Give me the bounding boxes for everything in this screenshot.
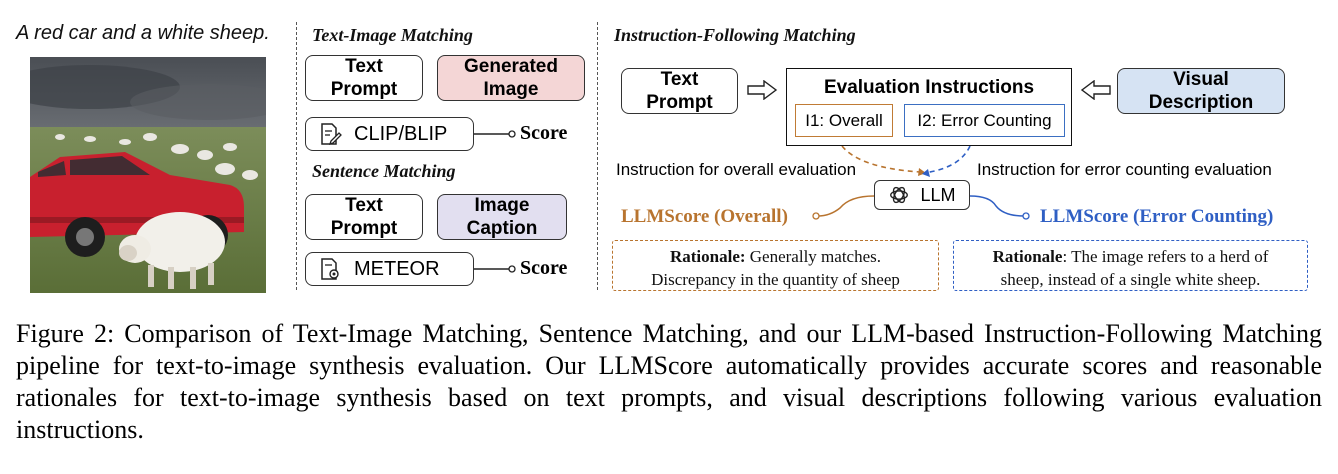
llmscore-error-label: LLMScore (Error Counting)	[1040, 206, 1274, 227]
meteor-box: METEOR	[305, 252, 474, 286]
rationale-overall-box: Rationale: Generally matches. Discrepanc…	[612, 240, 939, 291]
visual-description-label: Visual Description	[1148, 69, 1254, 113]
instruction-following-title: Instruction-Following Matching	[614, 25, 856, 45]
rationale-overall-line2: Discrepancy in the quantity of sheep	[651, 270, 900, 289]
llm-label: LLM	[920, 184, 956, 205]
score-connector-2	[474, 265, 516, 273]
score-label-1: Score	[520, 122, 568, 144]
generated-example-image	[30, 57, 266, 293]
evaluation-instructions-box: Evaluation Instructions I1: Overall I2: …	[786, 68, 1072, 146]
visual-description-box: Visual Description	[1117, 68, 1285, 114]
generated-image-box: Generated Image	[437, 55, 585, 101]
rationale-overall-label: Rationale:	[669, 247, 746, 266]
image-caption-label: Image Caption	[466, 195, 538, 239]
text-prompt-label: Text Prompt	[330, 56, 398, 100]
llm-box: LLM	[874, 180, 970, 210]
sentence-matching-title: Sentence Matching	[312, 161, 456, 181]
instruction-i2-error-counting: I2: Error Counting	[904, 104, 1065, 137]
instruction-i1-overall: I1: Overall	[795, 104, 893, 137]
evaluation-instructions-title: Evaluation Instructions	[823, 77, 1035, 98]
rationale-error-line1: : The image refers to a herd of	[1062, 247, 1269, 266]
openai-knot-icon	[890, 186, 909, 204]
text-image-matching-title: Text-Image Matching	[312, 25, 473, 45]
score-connector-1	[474, 130, 516, 138]
divider-right	[597, 22, 598, 290]
rationale-error-label: Rationale	[992, 247, 1063, 266]
figure-caption: Figure 2: Comparison of Text-Image Match…	[16, 319, 1322, 444]
hollow-arrow-left-icon	[1080, 80, 1111, 100]
llm-output-connectors	[812, 195, 1030, 220]
example-prompt: A red car and a white sheep.	[16, 22, 270, 44]
overall-instruction-note: Instruction for overall evaluation	[616, 160, 857, 179]
text-prompt-label: Text Prompt	[330, 195, 398, 239]
error-instruction-note: Instruction for error counting evaluatio…	[977, 160, 1272, 179]
car-sheep-image	[30, 57, 266, 293]
text-prompt-label: Text Prompt	[646, 69, 713, 113]
meteor-label: METEOR	[354, 257, 440, 280]
llmscore-overall-label: LLMScore (Overall)	[621, 206, 788, 227]
document-pen-icon	[321, 123, 342, 146]
text-prompt-box-tim: Text Prompt	[305, 55, 423, 101]
text-prompt-box-sm: Text Prompt	[305, 194, 423, 240]
instruction-arrows	[841, 146, 971, 177]
clip-blip-label: CLIP/BLIP	[354, 122, 448, 145]
generated-image-label: Generated Image	[464, 56, 558, 100]
score-label-2: Score	[520, 257, 568, 279]
hollow-arrow-right-icon	[747, 80, 778, 100]
clip-blip-box: CLIP/BLIP	[305, 117, 474, 151]
rationale-overall-line1: Generally matches.	[745, 247, 881, 266]
divider-left	[296, 22, 297, 290]
text-prompt-box-ifm: Text Prompt	[621, 68, 738, 114]
rationale-error-line2: sheep, instead of a single white sheep.	[1000, 270, 1261, 289]
document-gear-icon	[321, 258, 339, 280]
image-caption-box: Image Caption	[437, 194, 567, 240]
rationale-error-box: Rationale: The image refers to a herd of…	[953, 240, 1308, 291]
